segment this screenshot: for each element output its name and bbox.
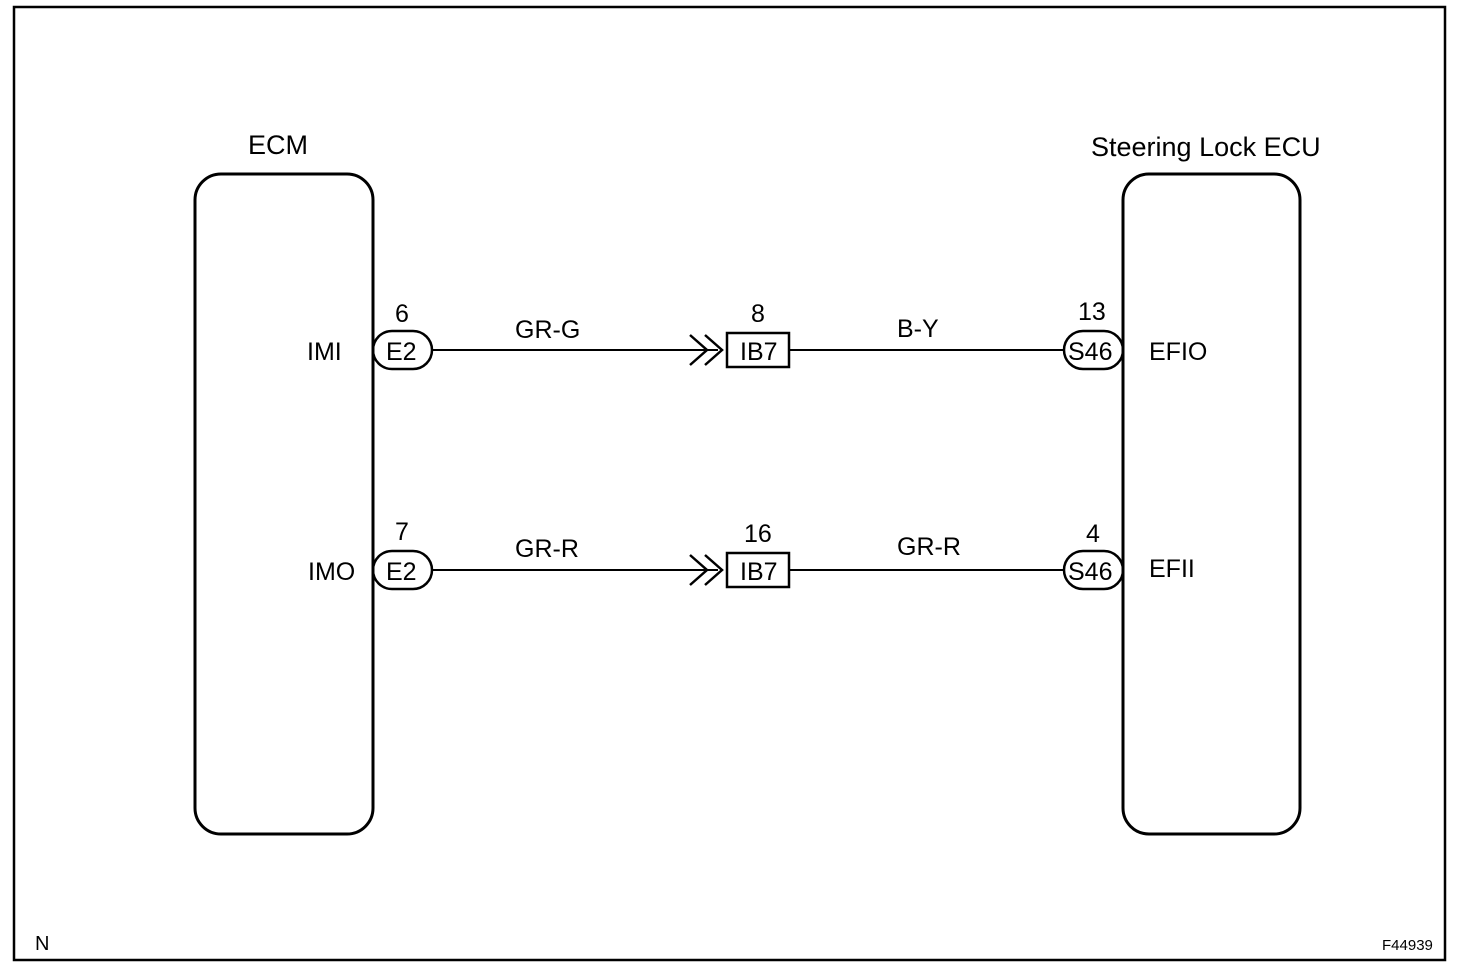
junction-arrow-inner bbox=[704, 554, 724, 586]
junction-arrow-outer bbox=[689, 334, 709, 366]
diagram-frame bbox=[12, 5, 1447, 962]
ecu-title: Steering Lock ECU bbox=[1091, 132, 1321, 162]
ecm-connector-label: E2 bbox=[386, 338, 417, 366]
corner-letter: N bbox=[35, 933, 49, 955]
junction-arrow-inner bbox=[704, 334, 724, 366]
ecu-connector-label: S46 bbox=[1068, 338, 1112, 366]
ecm-terminal-label: IMI bbox=[307, 338, 342, 366]
circuit-imi: IMI 6 E2 GR-G 8 IB7 B-Y 13 S46 EFIO bbox=[307, 298, 1207, 371]
wire-color-right: GR-R bbox=[897, 533, 961, 561]
junction-connector-label: IB7 bbox=[740, 338, 778, 366]
wire-color-right: B-Y bbox=[897, 315, 939, 343]
circuit-imo: IMO 7 E2 GR-R 16 IB7 GR-R 4 S46 EFII bbox=[308, 518, 1195, 591]
junction-pin-number: 8 bbox=[751, 300, 765, 328]
ecu-terminal-label: EFIO bbox=[1149, 338, 1207, 366]
ecu-connector-badge bbox=[1062, 549, 1125, 591]
ecu-block bbox=[1121, 172, 1302, 836]
junction-connector-label: IB7 bbox=[740, 558, 778, 586]
ecm-pin-number: 7 bbox=[395, 518, 409, 546]
ecu-connector-label: S46 bbox=[1068, 558, 1112, 586]
ecm-block bbox=[193, 172, 375, 836]
ecm-pin-number: 6 bbox=[395, 300, 409, 328]
ecm-connector-label: E2 bbox=[386, 558, 417, 586]
ecm-terminal-label: IMO bbox=[308, 558, 355, 586]
junction-pin-number: 16 bbox=[744, 520, 772, 548]
wire-color-left: GR-R bbox=[515, 535, 579, 563]
ecm-title: ECM bbox=[248, 130, 308, 160]
wire-color-left: GR-G bbox=[515, 316, 580, 344]
ecu-pin-number: 4 bbox=[1086, 520, 1100, 548]
junction-arrow-outer bbox=[689, 554, 709, 586]
figure-code: F44939 bbox=[1382, 937, 1433, 954]
ecu-connector-badge bbox=[1062, 329, 1125, 371]
ecu-pin-number: 13 bbox=[1078, 298, 1106, 326]
ecu-terminal-label: EFII bbox=[1149, 555, 1195, 583]
